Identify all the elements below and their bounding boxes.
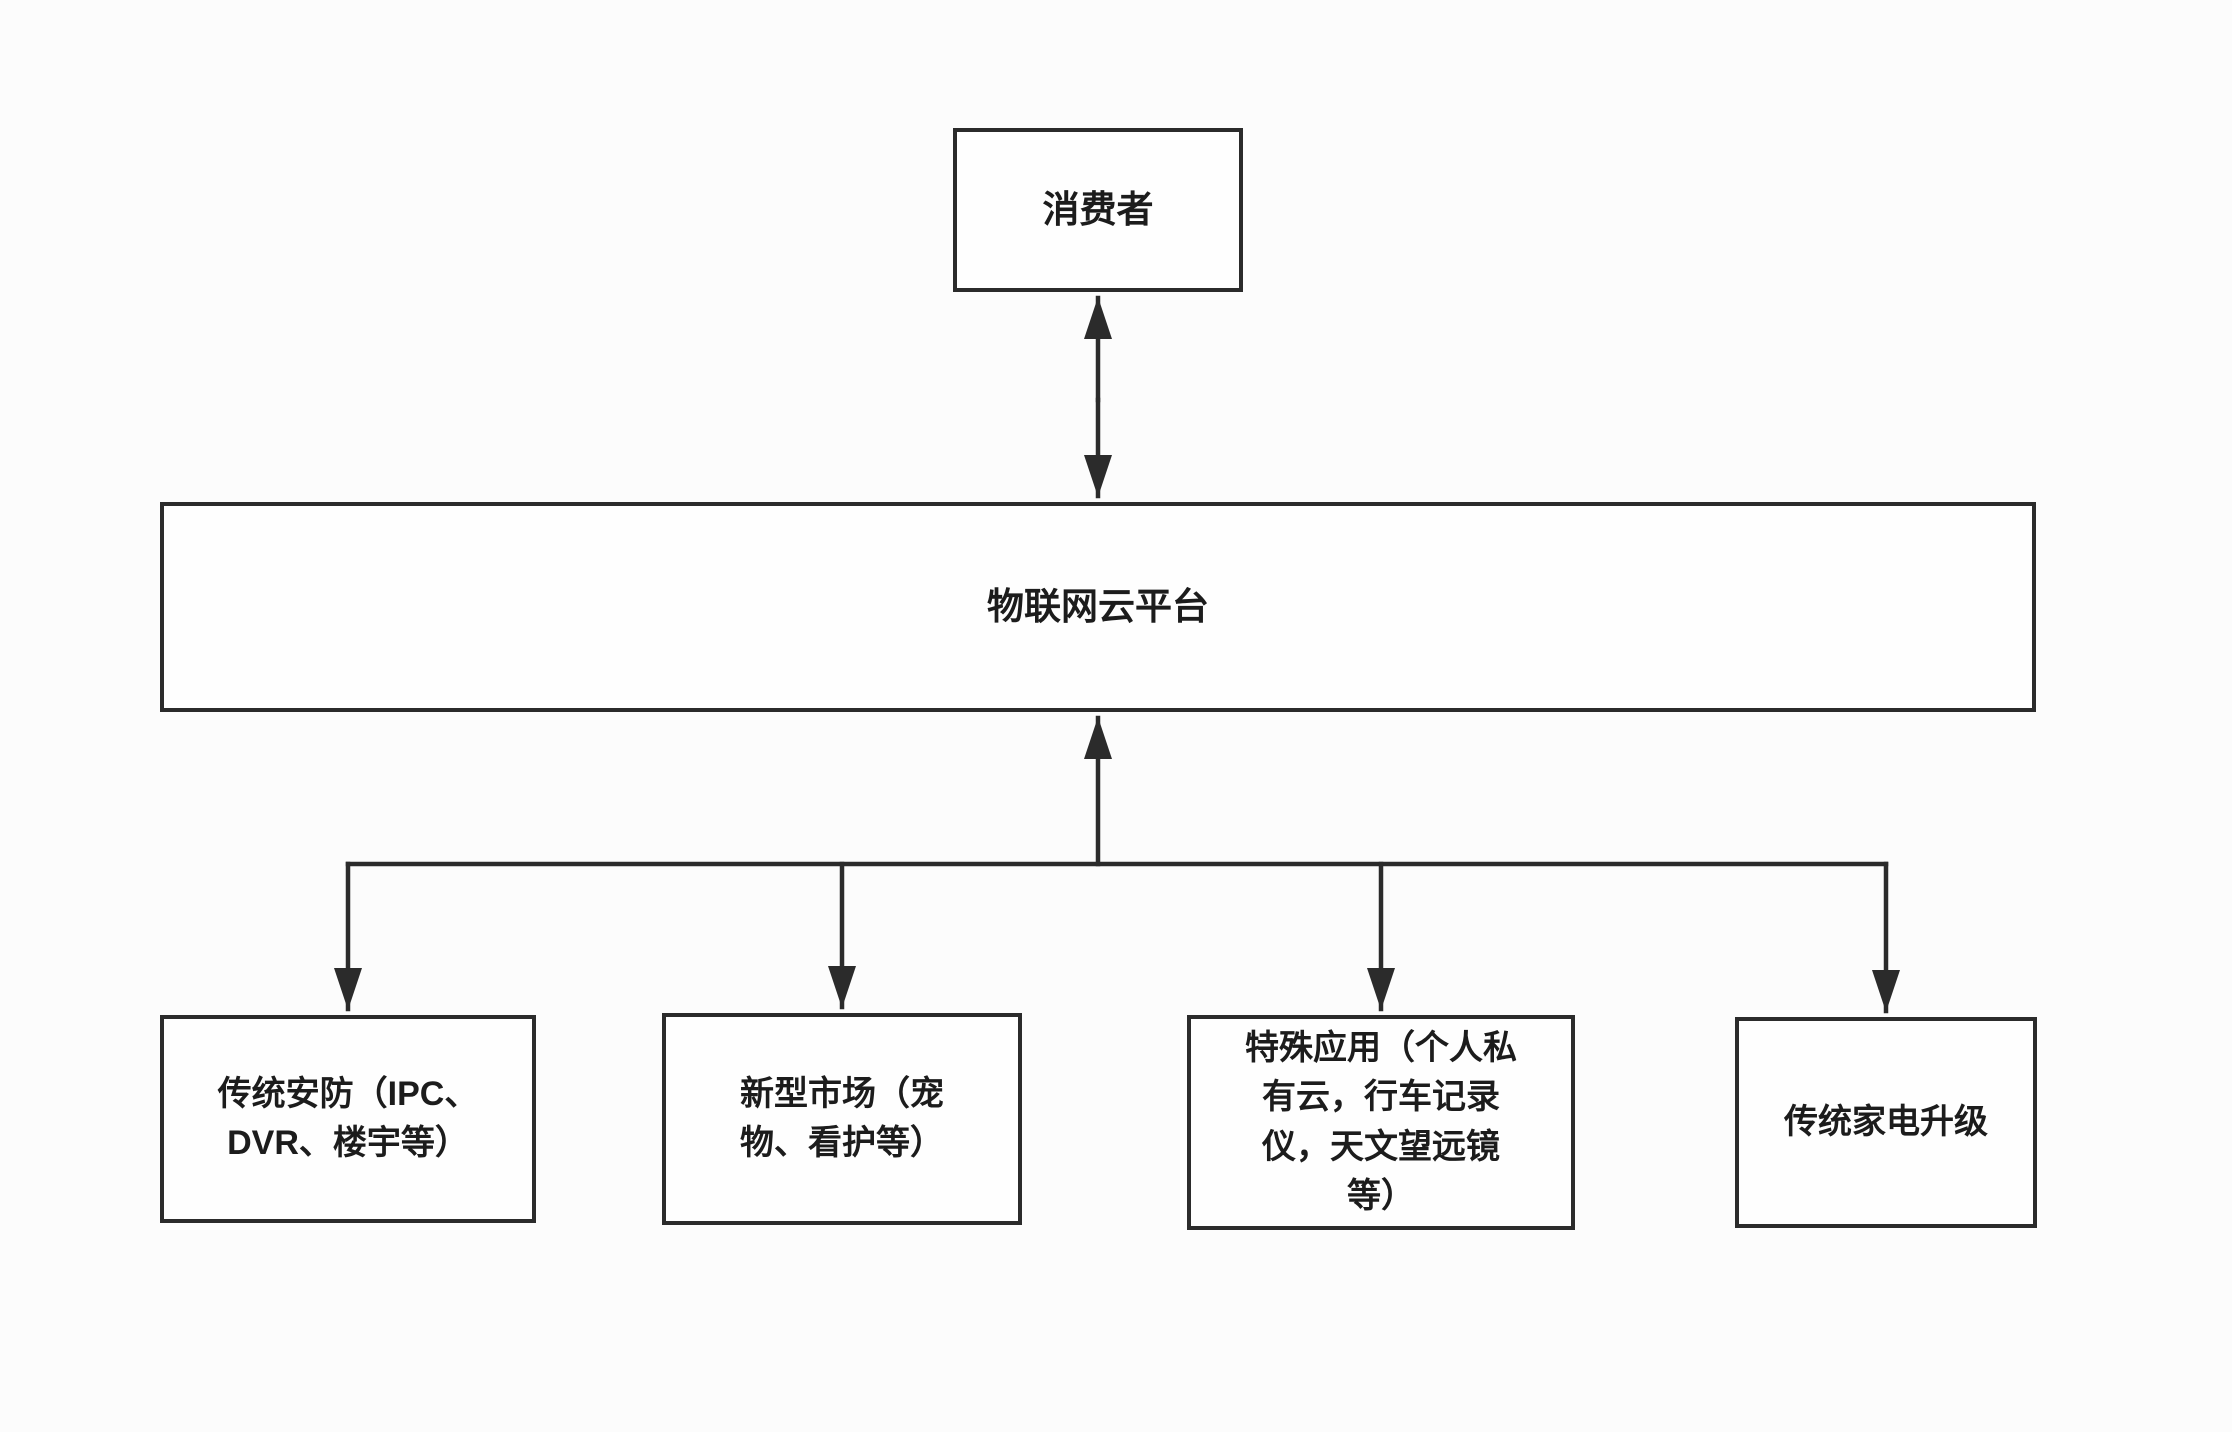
node-appliance-upgrade: 传统家电升级 — [1735, 1017, 2037, 1228]
node-iot-cloud-platform: 物联网云平台 — [160, 502, 2036, 712]
node-special-applications: 特殊应用（个人私 有云，行车记录 仪，天文望远镜 等） — [1187, 1015, 1575, 1230]
node-new-markets: 新型市场（宠 物、看护等） — [662, 1013, 1022, 1225]
node-consumer: 消费者 — [953, 128, 1243, 292]
node-traditional-security: 传统安防（IPC、 DVR、楼宇等） — [160, 1015, 536, 1223]
